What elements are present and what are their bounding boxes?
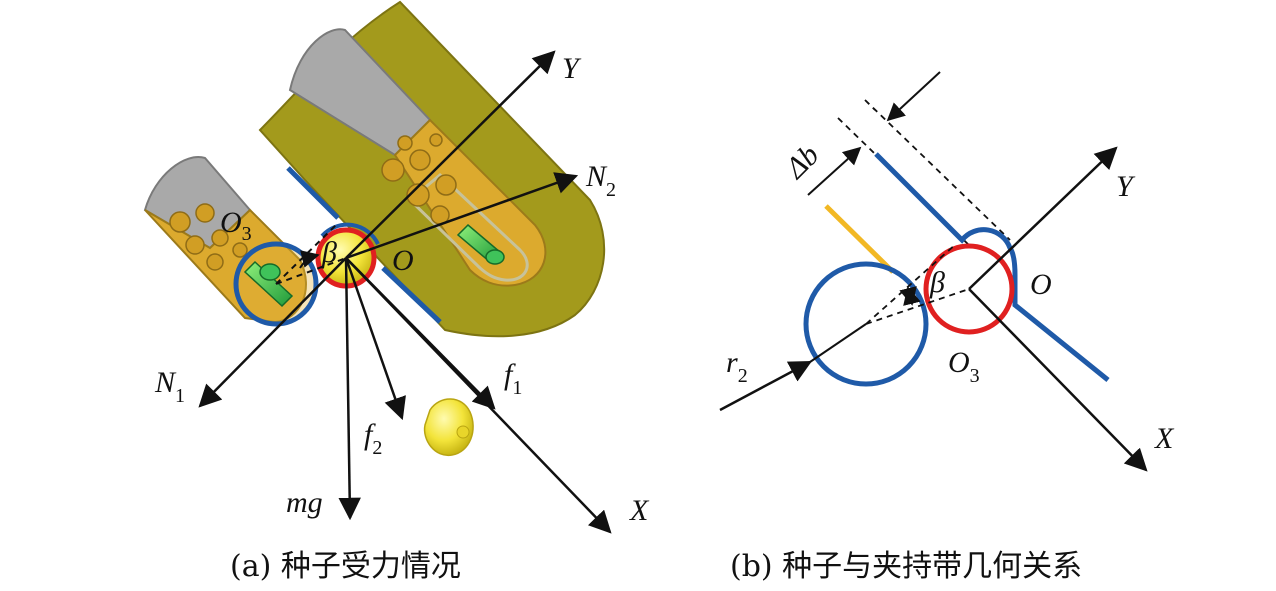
label-delta-b: Δb <box>778 138 825 185</box>
beta-dashed-lines-b <box>865 243 970 325</box>
beta-dashed-lines <box>275 224 347 285</box>
label-o3-a: O3 <box>220 206 252 245</box>
axis-x-line-b <box>968 288 1148 472</box>
label-axis-y-a: Y <box>562 52 582 85</box>
delta-b-dashed-lines <box>837 99 1011 249</box>
label-f1: f1 <box>504 358 522 399</box>
caption-a: (a) 种子受力情况 <box>230 549 461 584</box>
belt-blue-b <box>874 152 1110 382</box>
beta-arc <box>299 250 320 269</box>
label-axis-y-b: Y <box>1116 170 1136 203</box>
beta-arrow-b <box>899 286 921 306</box>
axis-y-line-b <box>968 146 1118 290</box>
loose-seed <box>423 398 474 456</box>
r2-arrow <box>719 360 812 412</box>
seed-outline-blue-arc <box>320 222 380 245</box>
axis-y-line <box>345 50 556 259</box>
upper-slot-inner <box>407 172 529 282</box>
label-mg: mg <box>286 486 323 519</box>
label-o3-b: O3 <box>948 346 980 387</box>
o3-circle-b <box>803 261 929 387</box>
belt-yellow-b <box>824 204 895 274</box>
label-beta-b: β <box>929 266 945 299</box>
green-rod-lower <box>243 260 294 308</box>
panel-a: Y X O O3 β N2 N1 f1 f2 mg (a) 种子受力情况 <box>143 0 650 584</box>
green-rod-upper <box>456 223 505 265</box>
belt-strip-upper <box>286 166 442 324</box>
label-beta-a: β <box>321 236 337 269</box>
label-origin-a: O <box>392 244 414 277</box>
caption-b: (b) 种子与夹持带几何关系 <box>730 549 1082 584</box>
force-f1 <box>345 257 496 410</box>
label-n1: N1 <box>154 366 185 407</box>
force-mg <box>338 257 361 521</box>
seed-circle-red-b <box>923 243 1015 335</box>
panel-b: Y X O O3 β Δb r2 (b) 种子与夹持带几何关系 <box>719 71 1175 584</box>
gray-block-upper <box>288 28 432 157</box>
label-n2: N2 <box>585 160 616 201</box>
force-n2 <box>345 172 579 260</box>
label-axis-x-b: X <box>1154 422 1175 455</box>
label-axis-x-a: X <box>629 494 650 527</box>
delta-b-arrow-outer <box>886 71 941 122</box>
label-f2: f2 <box>364 418 382 459</box>
force-f2 <box>344 257 406 421</box>
dimples-lower <box>169 203 248 271</box>
force-n1 <box>198 257 347 408</box>
dimples-upper <box>381 133 457 225</box>
delta-b-arrow-inner <box>807 146 862 196</box>
label-r2: r2 <box>726 346 748 387</box>
label-origin-b: O <box>1030 268 1052 301</box>
r2-line-inner <box>809 323 867 363</box>
